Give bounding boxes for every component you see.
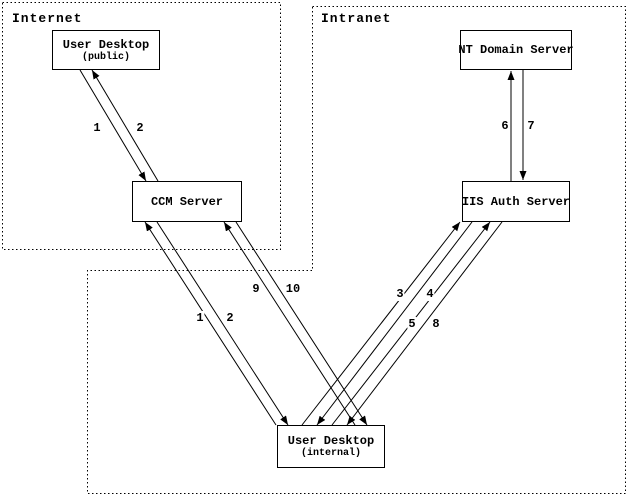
- node-title: IIS Auth Server: [461, 194, 571, 209]
- node-subtitle: (internal): [300, 448, 361, 459]
- node-nt-domain-server: NT Domain Server: [458, 30, 574, 70]
- edge-2-ccm-to-public-desktop: [91, 69, 159, 182]
- edge-8-iis-to-internal-desktop: [346, 221, 503, 426]
- node-iis-auth-server: IIS Auth Server: [462, 181, 570, 222]
- edge-1-public-desktop-to-ccm: [79, 69, 147, 182]
- edge-1-internal-desktop-to-ccm: [144, 221, 277, 426]
- edge-3-internal-desktop-to-iis: [301, 221, 461, 426]
- node-user-desktop-public: User Desktop (public): [52, 30, 160, 70]
- edge-9-internal-desktop-to-ccm: [223, 221, 356, 426]
- internet-zone-label: Internet: [12, 11, 83, 26]
- edge-label-5: 5: [407, 317, 417, 331]
- edge-label-1-public: 1: [92, 121, 102, 135]
- edge-2-ccm-to-internal-desktop: [156, 221, 289, 426]
- node-ccm-server: CCM Server: [132, 181, 242, 222]
- node-title: User Desktop: [62, 37, 150, 52]
- edge-label-8: 8: [431, 317, 441, 331]
- edge-label-9: 9: [251, 282, 261, 296]
- edge-label-1-internal: 1: [195, 311, 205, 325]
- edge-label-6: 6: [500, 119, 510, 133]
- edge-label-3: 3: [395, 287, 405, 301]
- internet-zone-border: [2, 2, 281, 250]
- edge-label-2-internal: 2: [225, 311, 235, 325]
- edge-label-10: 10: [284, 282, 302, 296]
- edge-label-2-public: 2: [135, 121, 145, 135]
- node-subtitle: (public): [81, 51, 130, 63]
- node-user-desktop-internal: User Desktop (internal): [277, 425, 385, 468]
- edge-label-7: 7: [526, 119, 536, 133]
- edge-10-ccm-to-internal-desktop: [235, 221, 368, 426]
- intranet-zone-border: [87, 6, 626, 494]
- edge-4-iis-to-internal-desktop: [316, 221, 473, 426]
- node-title: CCM Server: [150, 194, 223, 209]
- node-title: User Desktop: [287, 434, 375, 448]
- intranet-zone-label: Intranet: [321, 11, 392, 26]
- node-title: NT Domain Server: [458, 43, 574, 57]
- edge-label-4: 4: [425, 287, 435, 301]
